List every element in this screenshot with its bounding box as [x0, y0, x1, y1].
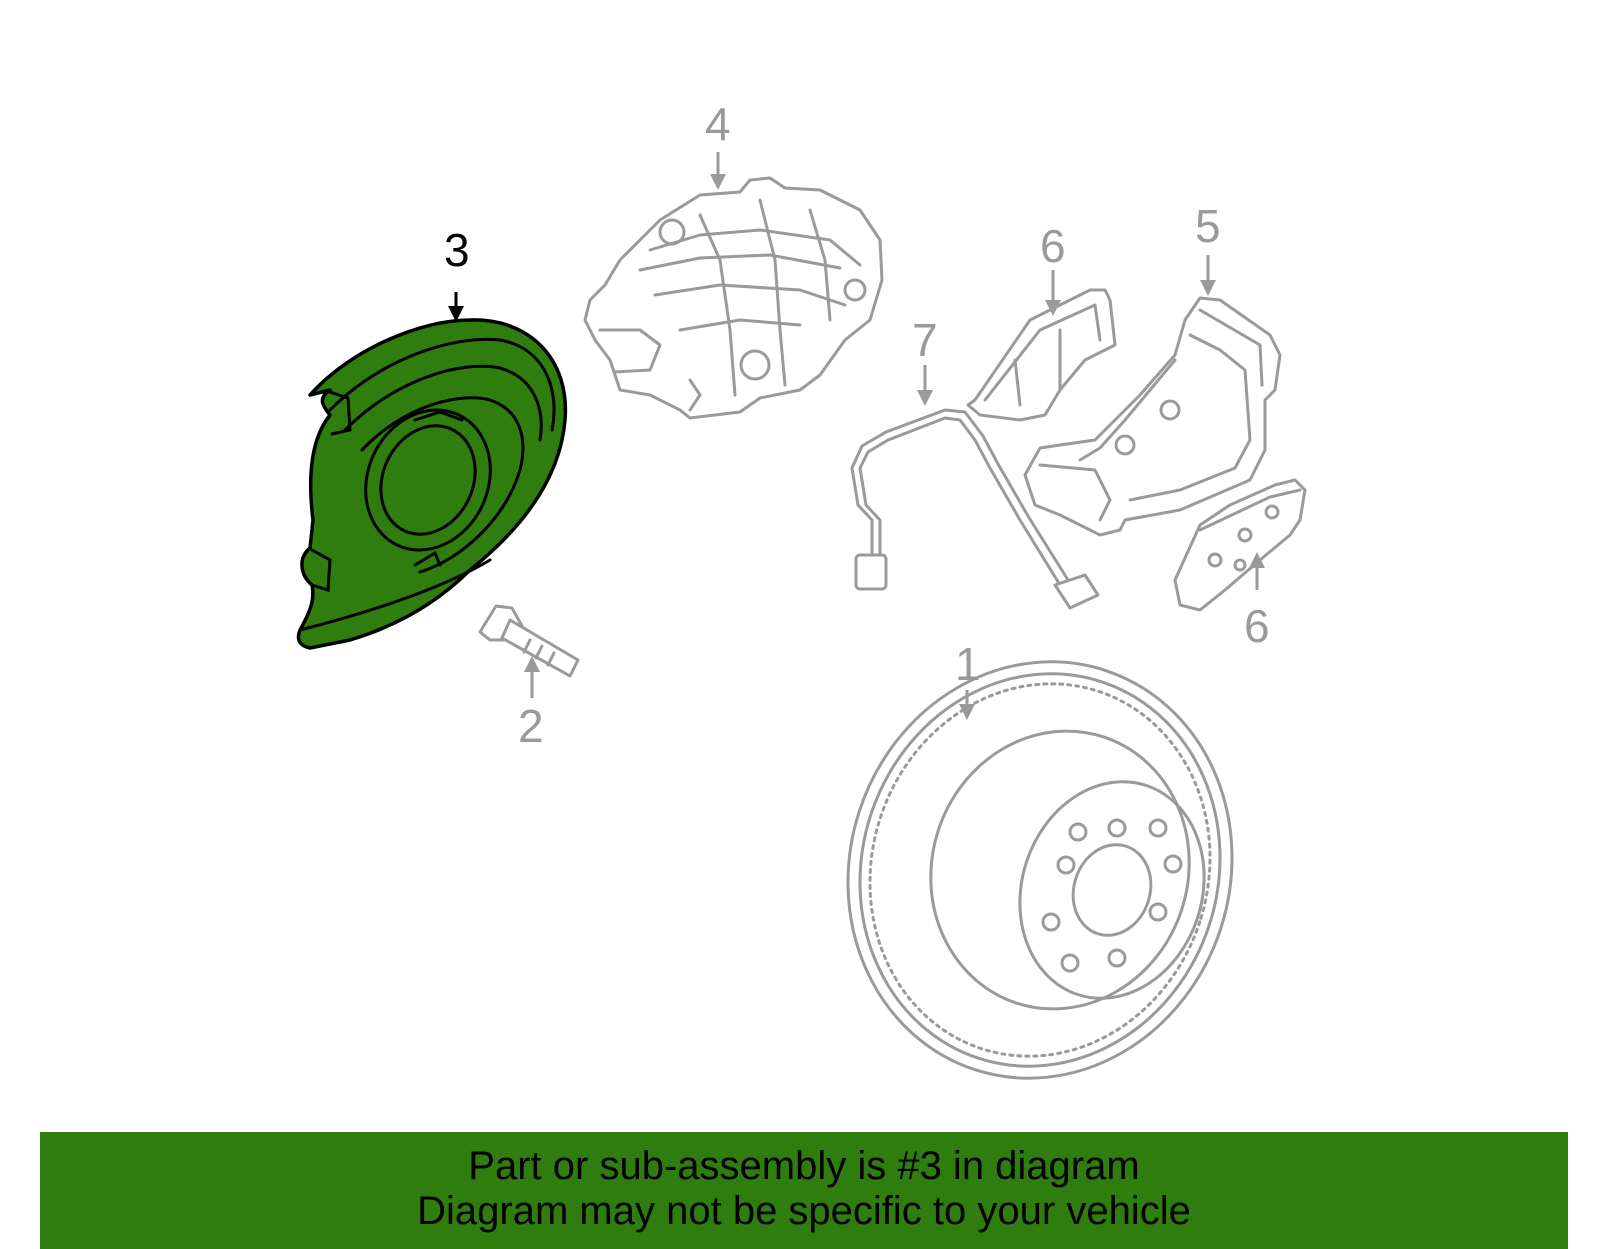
info-banner: Part or sub-assembly is #3 in diagram Di… — [40, 1132, 1568, 1249]
callout-7: 7 — [912, 314, 938, 366]
leader-lines — [448, 152, 1265, 720]
callout-6-lower: 6 — [1244, 600, 1270, 652]
callout-3: 3 — [444, 224, 470, 276]
parts-diagram: 3 4 6 5 7 6 2 1 — [296, 98, 1307, 1120]
part-1-rotor[interactable] — [794, 612, 1285, 1120]
callout-1: 1 — [955, 638, 981, 690]
callout-6-upper: 6 — [1040, 220, 1066, 272]
banner-line-1: Part or sub-assembly is #3 in diagram — [468, 1144, 1140, 1188]
part-2-bolt[interactable] — [478, 604, 580, 678]
part-3-splash-shield[interactable] — [296, 318, 568, 650]
callout-5: 5 — [1195, 200, 1221, 252]
callout-2: 2 — [518, 700, 544, 752]
part-6-brake-pad-upper[interactable] — [966, 288, 1117, 422]
part-7-wear-sensor[interactable] — [850, 408, 1100, 610]
part-4-caliper[interactable] — [583, 176, 884, 420]
banner-line-2: Diagram may not be specific to your vehi… — [417, 1189, 1191, 1233]
part-5-caliper-bracket[interactable] — [1023, 296, 1282, 537]
callout-4: 4 — [705, 98, 731, 150]
part-6-brake-pad-lower[interactable] — [1173, 478, 1307, 612]
